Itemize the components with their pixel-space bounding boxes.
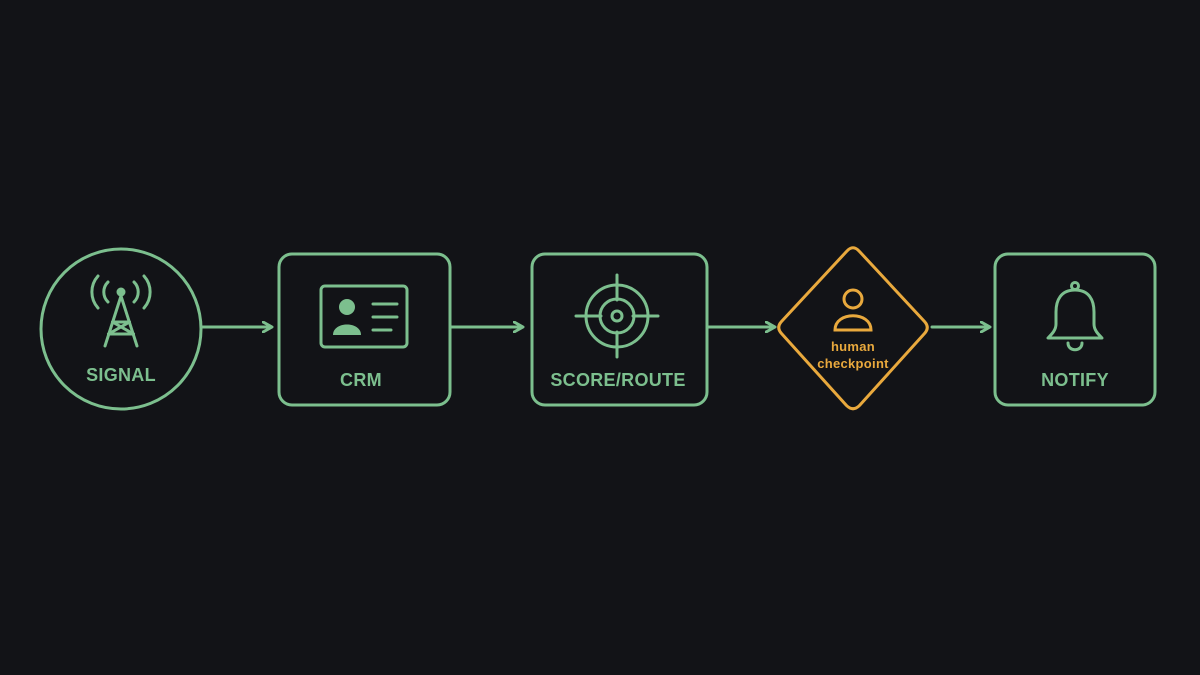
checkpoint-label-line-2: checkpoint bbox=[817, 356, 889, 371]
node-crm-label: CRM bbox=[340, 370, 382, 390]
node-signal bbox=[39, 247, 203, 411]
node-score-route bbox=[530, 252, 709, 407]
node-signal-shape bbox=[39, 247, 203, 411]
node-crm bbox=[277, 252, 452, 407]
node-signal-label: SIGNAL bbox=[86, 365, 156, 385]
person-icon bbox=[833, 288, 873, 332]
id-card-icon bbox=[319, 284, 409, 349]
node-crm-shape bbox=[277, 252, 452, 407]
node-human-checkpoint bbox=[777, 246, 929, 411]
radio-tower-icon bbox=[90, 274, 152, 348]
node-notify-label: NOTIFY bbox=[1041, 370, 1109, 390]
node-notify bbox=[993, 252, 1157, 407]
node-notify-shape bbox=[993, 252, 1157, 407]
node-score-route-shape bbox=[530, 252, 709, 407]
crosshair-target-icon bbox=[574, 273, 660, 359]
bell-icon bbox=[1046, 281, 1104, 352]
node-score-route-label: SCORE/ROUTE bbox=[550, 370, 686, 390]
checkpoint-label-line-1: human bbox=[830, 339, 876, 354]
node-human-checkpoint-label: human checkpoint bbox=[793, 338, 913, 372]
node-human-checkpoint-shape bbox=[777, 246, 929, 411]
